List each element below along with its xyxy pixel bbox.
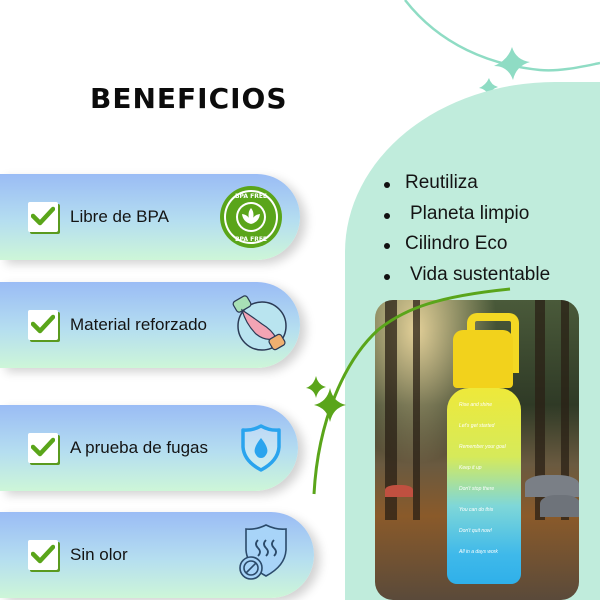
eco-benefits-list: Reutiliza Planeta limpio Cilindro Eco Vi… (380, 168, 550, 290)
benefit-label: Libre de BPA (70, 207, 169, 226)
checkbox-checked-icon (28, 310, 58, 340)
handshake-icon (232, 294, 288, 359)
bottle-mark: Keep it up (459, 465, 482, 471)
checkbox-checked-icon (28, 202, 58, 232)
bpa-free-badge-icon: BPA FREE BPA FREE (218, 184, 284, 255)
checkbox-checked-icon (28, 433, 58, 463)
bottle-mark: Don't quit now! (459, 528, 492, 534)
eco-list-item: Cilindro Eco (380, 229, 550, 260)
checkbox-checked-icon (28, 540, 58, 570)
svg-text:BPA FREE: BPA FREE (235, 236, 267, 243)
tree-trunk (561, 300, 569, 520)
bottle-mark: Let's get started (459, 423, 495, 429)
bottle-mark: You can do this (459, 507, 494, 513)
benefit-pill-bpa-free: Libre de BPA BPA FREE BPA FREE (0, 174, 300, 260)
bottle-cap (453, 330, 513, 388)
water-shield-icon (240, 423, 282, 478)
benefit-pill-reinforced-material: Material reforzado (0, 282, 300, 368)
bottle-mark: All in a days work (459, 549, 498, 555)
benefit-label: Material reforzado (70, 315, 208, 334)
tent (385, 485, 413, 497)
benefit-label: A prueba de fugas (70, 438, 209, 457)
tree-trunk (413, 300, 420, 520)
benefit-pill-leak-proof: A prueba de fugas (0, 405, 298, 491)
benefit-label: Sin olor (70, 545, 128, 564)
tent (525, 475, 579, 497)
bottle-mark: Remember your goal (459, 444, 506, 450)
svg-text:BPA FREE: BPA FREE (235, 193, 267, 200)
bottle-mark: Don't stop there (459, 486, 495, 492)
benefit-pill-no-odor: Sin olor (0, 512, 314, 598)
bottle-mark: Rise and shine (459, 402, 493, 408)
eco-list-item: Planeta limpio (380, 199, 550, 230)
product-photo: Rise and shine Let's get started Remembe… (375, 300, 579, 600)
eco-list-item: Vida sustentable (380, 260, 550, 291)
tent (540, 495, 579, 517)
no-odor-shield-icon (236, 522, 292, 589)
page-title: BENEFICIOS (90, 82, 288, 115)
eco-list-item: Reutiliza (380, 168, 550, 199)
water-bottle: Rise and shine Let's get started Remembe… (447, 388, 521, 584)
tree-trunk (535, 300, 545, 520)
